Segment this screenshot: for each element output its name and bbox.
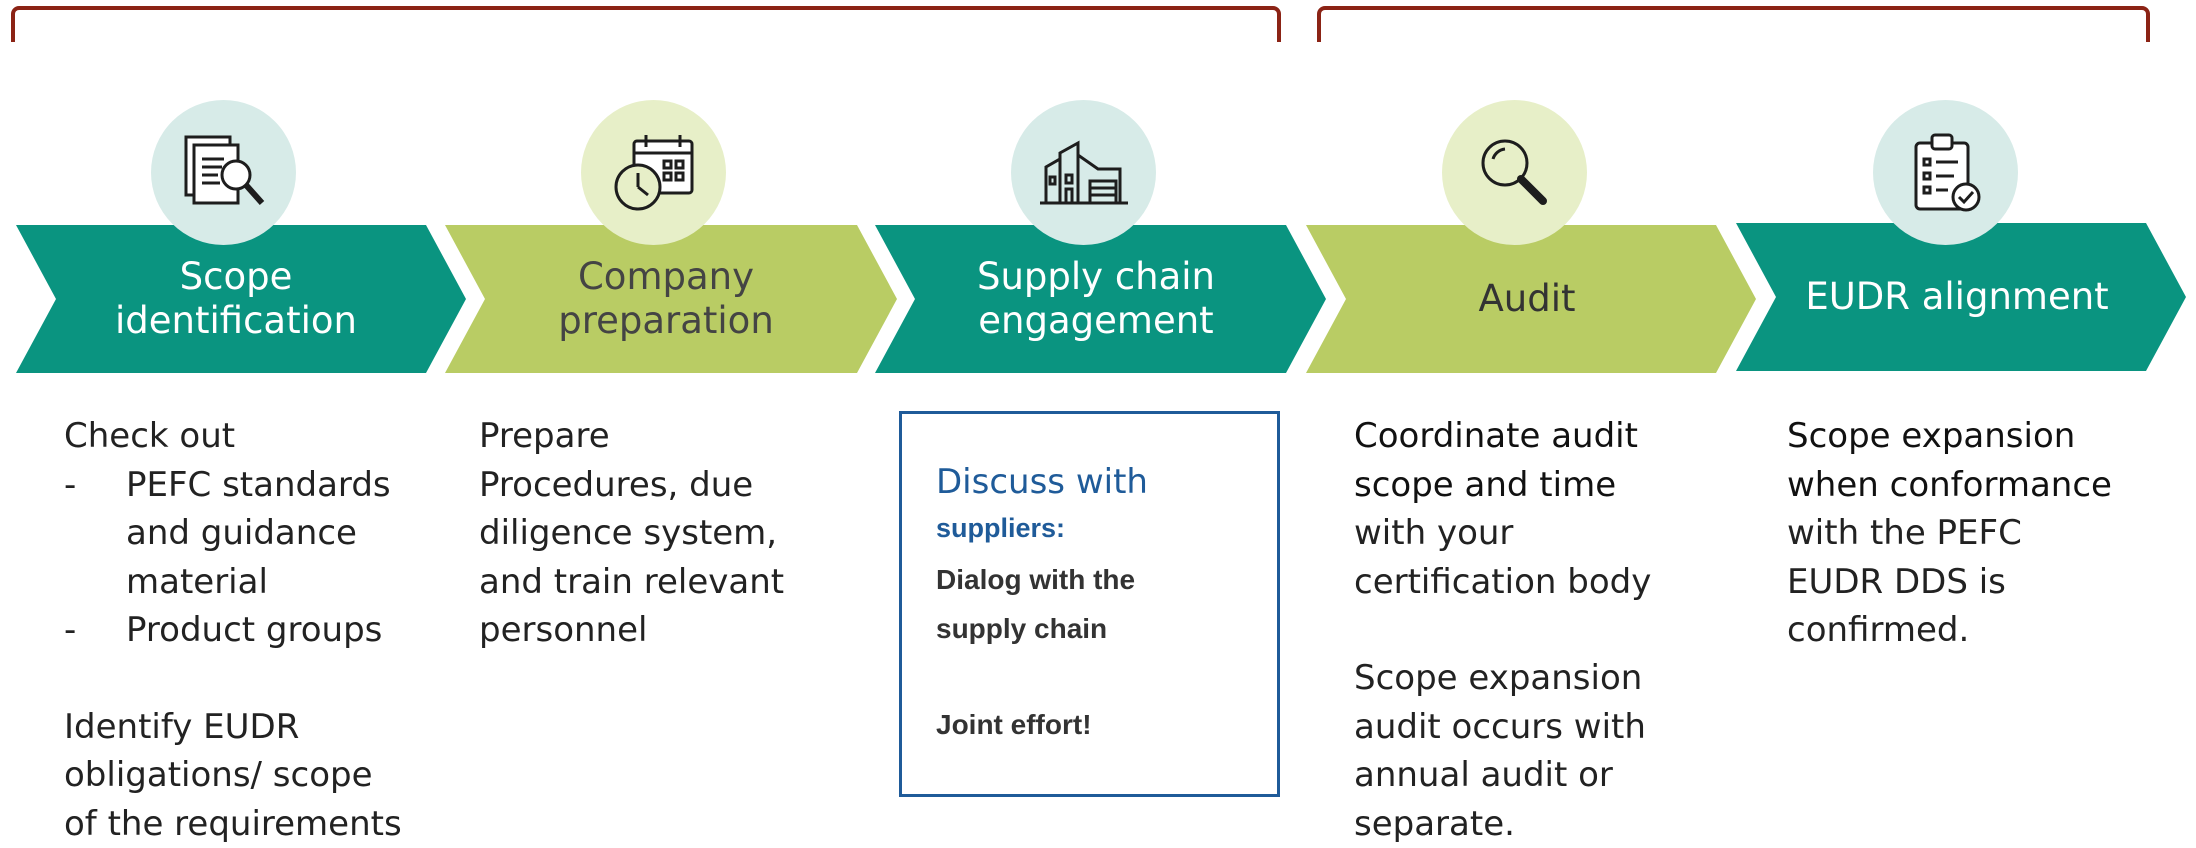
col4-para2-line: annual audit or xyxy=(1354,751,1754,800)
icon-circle-company xyxy=(581,100,726,245)
icon-circle-scope xyxy=(151,100,296,245)
col-audit-text: Coordinate audit scope and time with you… xyxy=(1354,412,1754,848)
col4-para2-line: audit occurs with xyxy=(1354,703,1754,752)
col1-heading: Check out xyxy=(64,412,464,461)
icon-circle-supply xyxy=(1011,100,1156,245)
document-search-icon xyxy=(176,125,272,221)
col5-bold-line: Scope expansion xyxy=(1787,412,2187,461)
col5-line: EUDR DDS is xyxy=(1787,558,2187,607)
magnifier-icon xyxy=(1467,125,1563,221)
col4-bold-line: scope and time xyxy=(1354,461,1754,510)
col1-identify: Identify EUDR xyxy=(64,703,464,752)
col3-line: Joint effort! xyxy=(936,701,1266,750)
calendar-clock-icon xyxy=(606,125,702,221)
icon-circle-eudr xyxy=(1873,100,2018,245)
col4-para2-line: Scope expansion xyxy=(1354,654,1754,703)
col3-line: Dialog with the xyxy=(936,556,1266,605)
col4-line: certification body xyxy=(1354,558,1754,607)
clipboard-check-icon xyxy=(1898,125,1994,221)
col4-para2-line: separate. xyxy=(1354,800,1754,848)
col1-identify-l3: of the requirements xyxy=(64,800,464,848)
factory-icon xyxy=(1034,125,1134,221)
col3-sub: suppliers: xyxy=(936,504,1256,552)
col1-identify-l2: obligations/ scope xyxy=(64,751,464,800)
icon-circle-audit xyxy=(1442,100,1587,245)
col1-bullet-products: - Product groups xyxy=(64,606,464,655)
col4-line: with your xyxy=(1354,509,1754,558)
col-company-text: Prepare Procedures, due diligence system… xyxy=(479,412,879,655)
col3-line: supply chain xyxy=(936,605,1266,654)
col2-line: personnel xyxy=(479,606,879,655)
step-label-audit: Audit xyxy=(1346,223,1708,375)
col-eudr-text: Scope expansion when conformance with th… xyxy=(1787,412,2187,655)
col4-bold-line: Coordinate audit xyxy=(1354,412,1754,461)
col3-body: Dialog with the supply chain Joint effor… xyxy=(936,556,1266,750)
col5-bold-line: when conformance xyxy=(1787,461,2187,510)
col5-line: confirmed. xyxy=(1787,606,2187,655)
col2-line: diligence system, xyxy=(479,509,879,558)
col2-heading: Prepare xyxy=(479,412,879,461)
col3-heading: Discuss with xyxy=(936,460,1256,504)
col2-line: and train relevant xyxy=(479,558,879,607)
col5-line: with the PEFC xyxy=(1787,509,2187,558)
col-supply-text: Discuss with suppliers: xyxy=(936,460,1256,552)
col2-line: Procedures, due xyxy=(479,461,879,510)
